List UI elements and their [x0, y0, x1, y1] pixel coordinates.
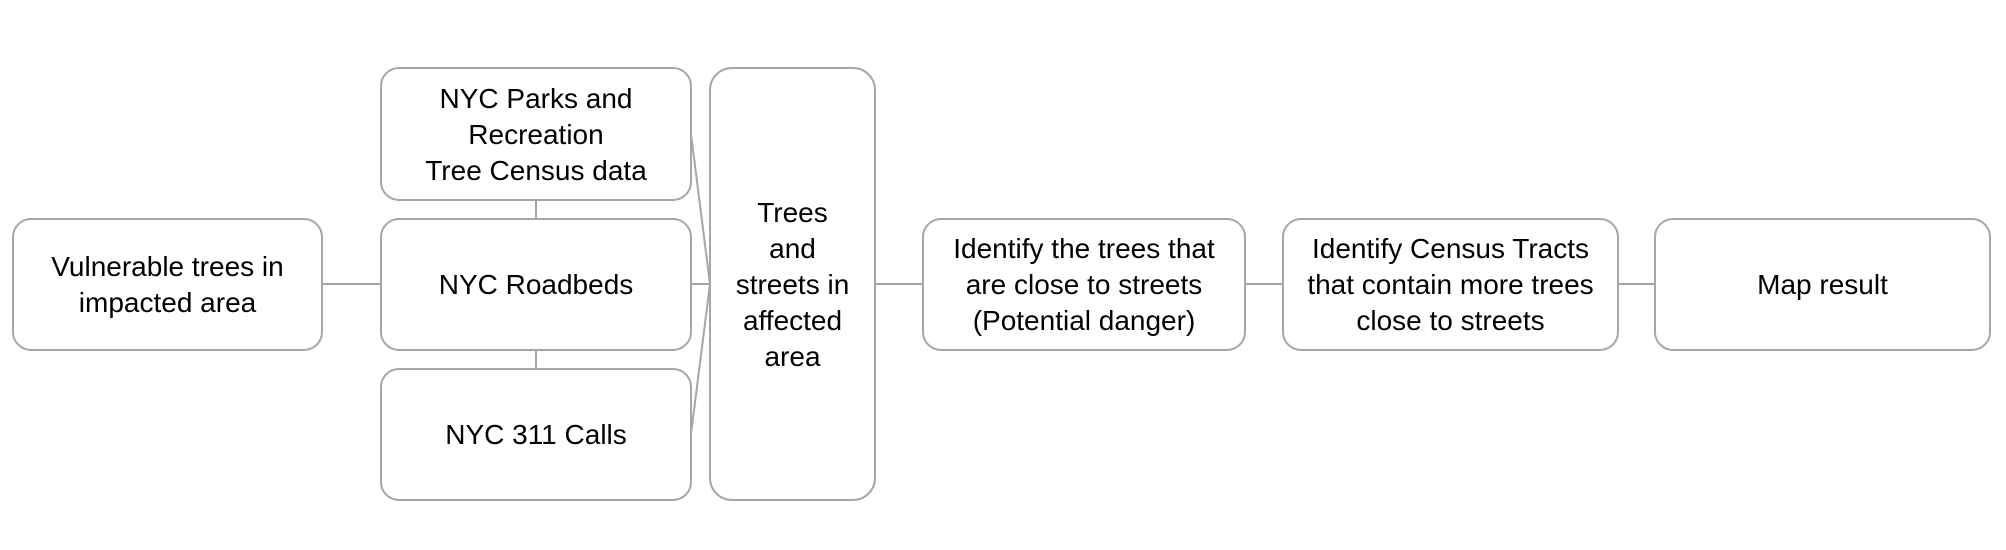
node-311-calls-label: NYC 311 Calls	[445, 419, 627, 450]
node-trees-streets: Trees and streets in affected area	[709, 67, 876, 501]
identify-trees-line: are close to streets	[966, 269, 1203, 300]
identify-trees-line: Identify the trees that	[953, 233, 1215, 264]
node-roadbeds: NYC Roadbeds	[380, 218, 692, 351]
connector-census-to-merge	[690, 133, 711, 285]
tree-census-line: NYC Parks and	[440, 83, 633, 114]
node-trees-streets-label: Trees and streets in affected area	[736, 197, 850, 372]
calls-311-line: NYC 311 Calls	[445, 419, 627, 450]
identify-trees-line: (Potential danger)	[973, 305, 1196, 336]
node-identify-tracts: Identify Census Tracts that contain more …	[1282, 218, 1619, 351]
connector-311-to-merge	[690, 283, 711, 435]
trees-streets-line: area	[764, 341, 820, 372]
node-identify-tracts-label: Identify Census Tracts that contain more …	[1307, 233, 1593, 336]
node-roadbeds-label: NYC Roadbeds	[439, 269, 634, 300]
connectors	[322, 133, 1655, 435]
tree-census-line: Tree Census data	[425, 155, 647, 186]
trees-streets-line: and	[769, 233, 816, 264]
vulnerable-trees-line: impacted area	[79, 287, 257, 318]
node-identify-trees: Identify the trees that are close to stre…	[922, 218, 1246, 351]
identify-tracts-line: that contain more trees	[1307, 269, 1593, 300]
roadbeds-line: NYC Roadbeds	[439, 269, 634, 300]
node-vulnerable-trees: Vulnerable trees in impacted area	[12, 218, 323, 351]
trees-streets-line: affected	[743, 305, 842, 336]
node-identify-trees-label: Identify the trees that are close to stre…	[953, 233, 1215, 336]
trees-streets-line: streets in	[736, 269, 850, 300]
identify-tracts-line: close to streets	[1356, 305, 1544, 336]
node-map-result: Map result	[1654, 218, 1991, 351]
trees-streets-line: Trees	[757, 197, 828, 228]
identify-tracts-line: Identify Census Tracts	[1312, 233, 1589, 264]
tree-census-line: Recreation	[468, 119, 603, 150]
node-vulnerable-trees-label: Vulnerable trees in impacted area	[51, 251, 283, 318]
vulnerable-trees-line: Vulnerable trees in	[51, 251, 283, 282]
node-311-calls: NYC 311 Calls	[380, 368, 692, 501]
map-result-line: Map result	[1757, 269, 1888, 300]
node-map-result-label: Map result	[1757, 269, 1888, 300]
